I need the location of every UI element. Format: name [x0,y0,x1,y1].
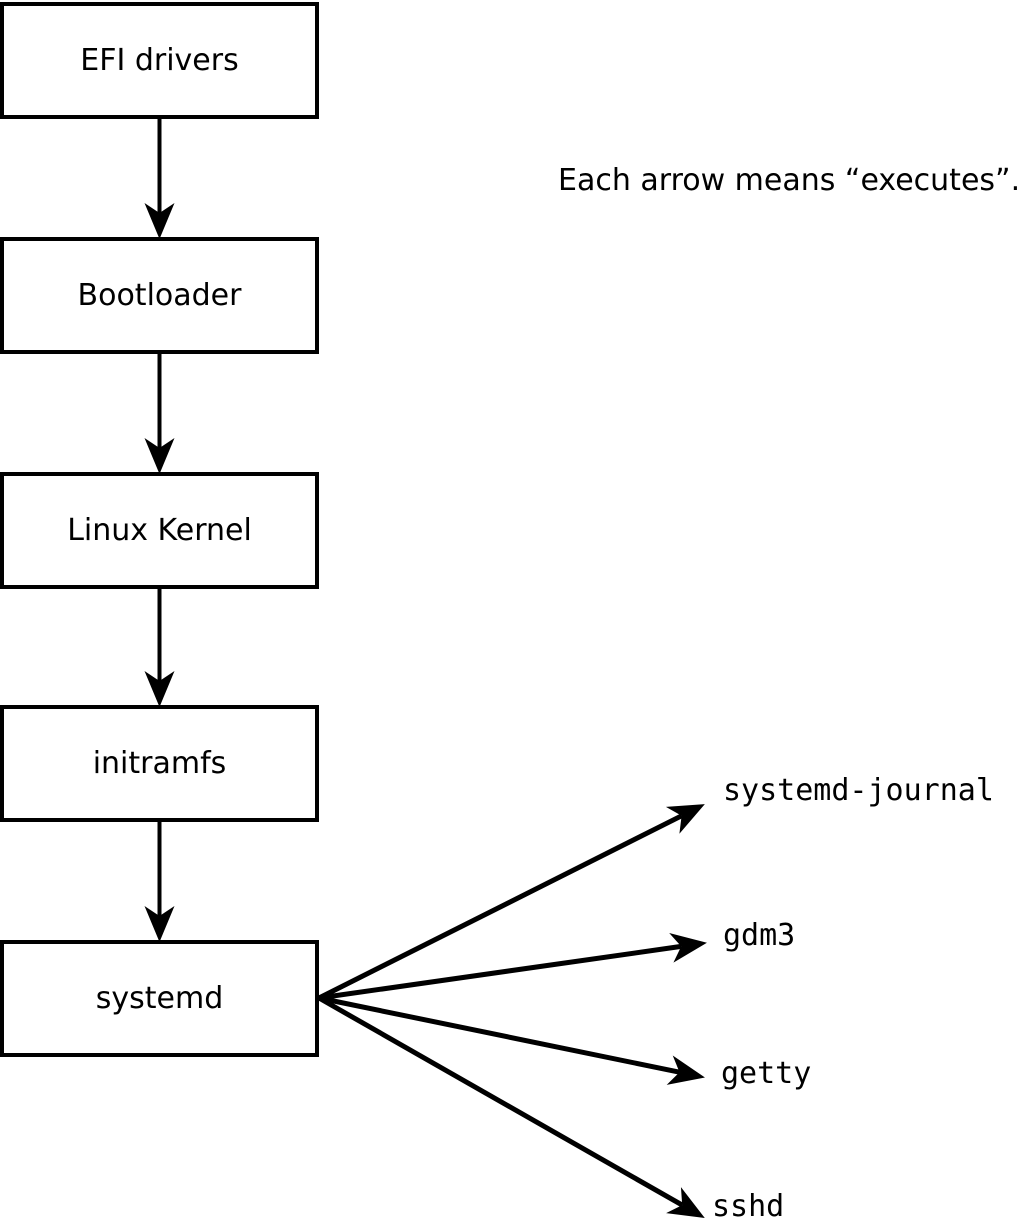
node-label: Bootloader [77,277,242,313]
arrow-systemd-to-systemd-journal [317,804,705,1001]
node-initramfs: initramfs [0,705,319,822]
arrow-systemd-to-getty [318,995,705,1085]
arrow-systemd-to-gdm3 [318,932,707,1001]
node-linux-kernel: Linux Kernel [0,472,319,589]
proc-label-systemd-journal: systemd-journal [723,773,994,808]
node-label: initramfs [92,745,227,781]
node-bootloader: Bootloader [0,237,319,354]
proc-label-sshd: sshd [712,1189,785,1224]
legend-note: Each arrow means “executes”. [558,163,1021,198]
arrow-systemd-to-sshd [317,995,705,1218]
proc-label-getty: getty [721,1056,812,1091]
node-label: Linux Kernel [67,512,252,548]
node-efi-drivers: EFI drivers [0,2,319,119]
node-label: EFI drivers [80,42,239,78]
node-systemd: systemd [0,940,319,1057]
proc-label-gdm3: gdm3 [723,918,796,953]
node-label: systemd [95,980,224,1016]
